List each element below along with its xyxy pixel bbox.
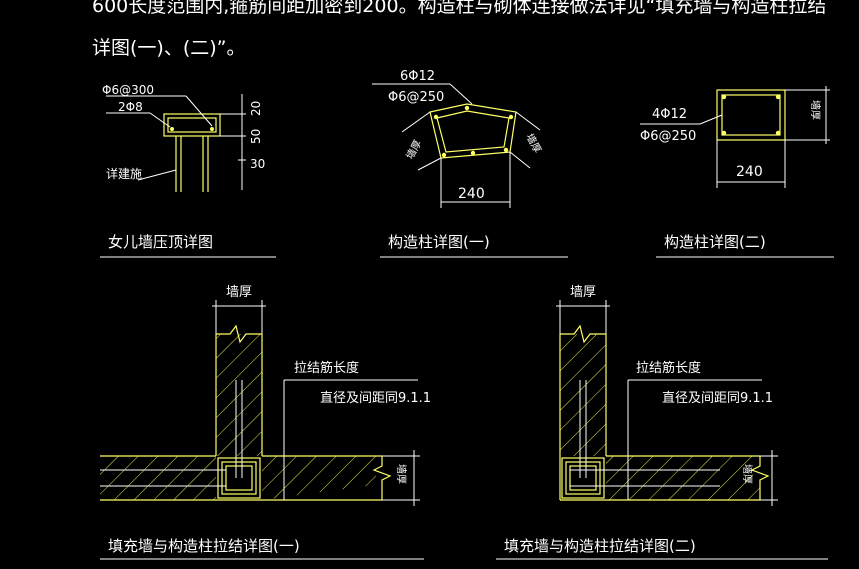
tie1-wall-thickness: 墙厚 (226, 285, 252, 300)
header-line-2: 详图(一)、(二)”。 (92, 37, 246, 59)
tie1-tie-length: 拉结筋长度 (294, 360, 359, 376)
column2-detail (640, 86, 830, 188)
parapet-title: 女儿墙压顶详图 (108, 233, 213, 251)
column2-stirrup-label: Φ6@250 (640, 129, 696, 144)
tie1-column (217, 457, 261, 499)
column2-width-dim: 240 (736, 164, 763, 180)
parapet-dim-top: 20 (249, 101, 263, 116)
tie1-tie-note: 直径及间距同9.1.1 (320, 391, 431, 406)
tie2-title: 填充墙与构造柱拉结详图(二) (504, 537, 696, 555)
column1-stirrup-label: Φ6@250 (388, 90, 444, 105)
tie2-wall-side: 墙厚 (741, 464, 754, 484)
tie2-column (561, 457, 605, 499)
parapet-dim-low: 30 (250, 157, 265, 171)
parapet-cap (163, 113, 221, 137)
column2-section (716, 89, 786, 141)
column1-wall-left: 墙厚 (403, 138, 424, 162)
tie1-wall-side: 墙厚 (395, 464, 408, 484)
column2-title: 构造柱详图(二) (664, 233, 766, 251)
column1-detail (372, 83, 541, 208)
parapet-detail (106, 94, 246, 192)
column1-main-rebar-label: 6Φ12 (400, 69, 435, 84)
parapet-main-rebar-label: 2Φ8 (118, 100, 143, 114)
column1-width-dim: 240 (458, 186, 485, 202)
column2-main-rebar-label: 4Φ12 (652, 107, 687, 122)
parapet-note: 详建施 (106, 166, 142, 181)
parapet-dim-mid: 50 (249, 129, 263, 144)
tie2-detail (556, 300, 778, 506)
tie2-tie-note: 直径及间距同9.1.1 (662, 391, 773, 406)
column1-wall-right: 墙厚 (523, 131, 544, 155)
tie2-wall-thickness: 墙厚 (570, 285, 596, 300)
column1-title: 构造柱详图(一) (388, 233, 490, 251)
parapet-stirrup-label: Φ6@300 (102, 83, 154, 97)
header-line-1: 600长度范围内,箍筋间距加密到200。构造柱与砌体连接做法详见“填充墙与构造柱… (92, 0, 826, 17)
column2-wall-side: 墙厚 (809, 100, 822, 120)
tie2-tie-length: 拉结筋长度 (636, 360, 701, 376)
column1-section (429, 103, 517, 159)
tie1-detail (100, 300, 420, 506)
tie1-title: 填充墙与构造柱拉结详图(一) (108, 537, 300, 555)
